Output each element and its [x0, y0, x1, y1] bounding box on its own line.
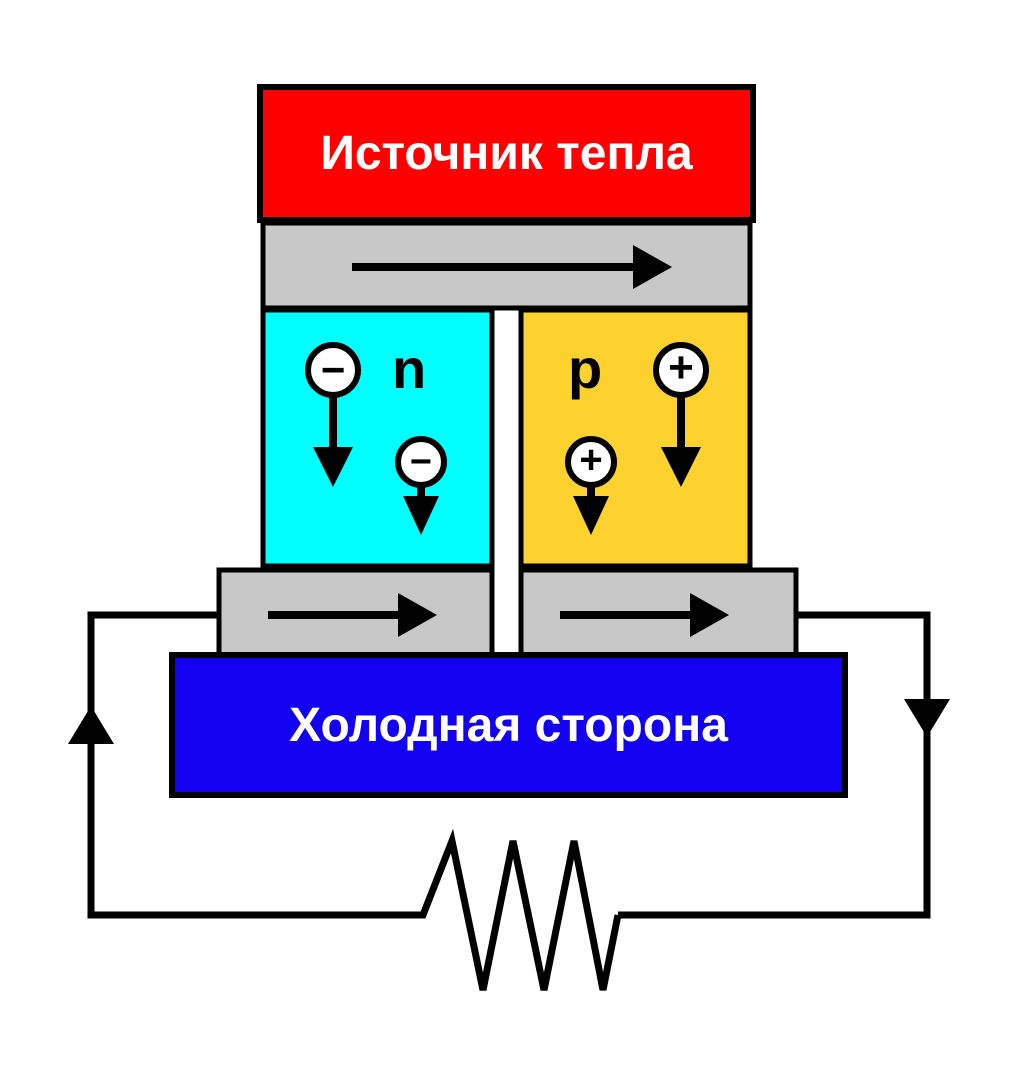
- heat-source-block: [257, 84, 756, 223]
- circuit-right-wire: [618, 611, 950, 919]
- cold-side-conductor-right: [518, 567, 799, 658]
- p-type-leg-block: [518, 307, 753, 569]
- circuit-left-current-arrow: [68, 706, 114, 744]
- circuit-left-wire: [68, 611, 405, 919]
- hot-side-conductor: [260, 220, 753, 311]
- electron-1: [305, 342, 361, 487]
- cold-side-block: [169, 652, 848, 798]
- hole-2: [565, 436, 617, 535]
- electron-2: [395, 436, 447, 535]
- n-type-leg-block: [260, 307, 495, 569]
- cold-side-conductor-left: [216, 567, 495, 658]
- cold-conductor-right-current-arrow: [560, 593, 729, 637]
- circuit-right-current-arrow: [904, 699, 950, 737]
- hole-1: [653, 342, 709, 487]
- cold-conductor-left-current-arrow: [268, 593, 437, 637]
- hot-conductor-current-arrow: [352, 245, 672, 289]
- resistor-load: [405, 828, 622, 991]
